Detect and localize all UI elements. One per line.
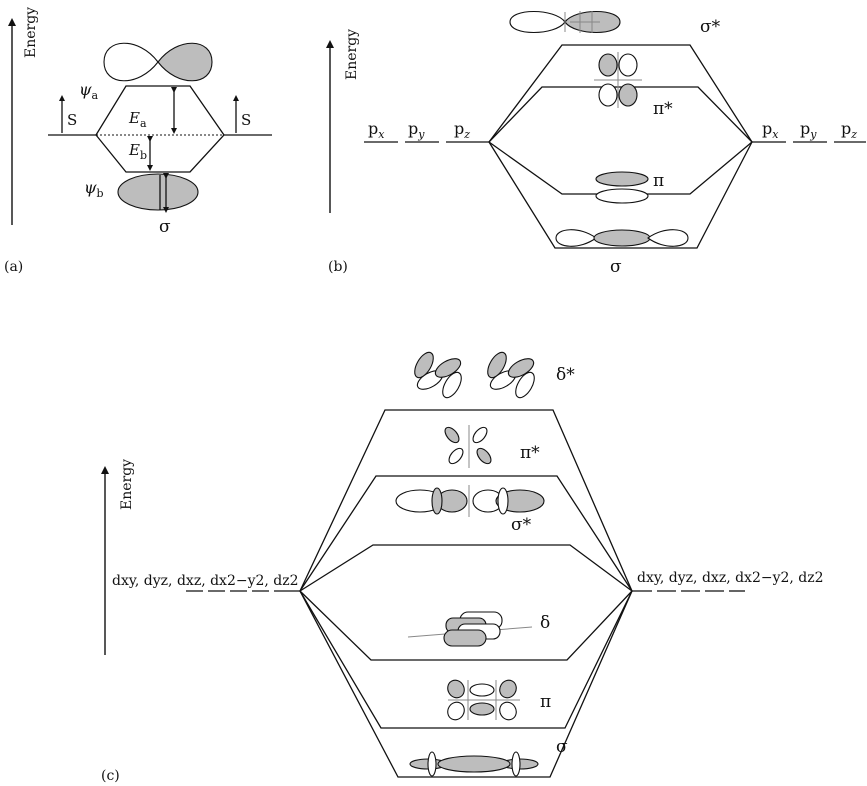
label-px-right: px <box>762 119 779 141</box>
Ea-label: Ea <box>128 109 147 130</box>
delta-star-correlation <box>299 409 633 592</box>
sigma-star-correlation <box>488 44 753 143</box>
pi-star-label-c: π* <box>520 443 540 463</box>
sigma-label-a: σ <box>159 217 171 237</box>
d-orbitals-label-right: dxy, dyz, dxz, dx2−y2, dz2 <box>637 570 824 586</box>
sigma-star-label-b: σ* <box>700 17 721 37</box>
delta-star-orbitals <box>414 351 535 399</box>
pi-orbital-c <box>447 679 520 721</box>
delta-star-label: δ* <box>556 365 575 385</box>
bonding-orbital <box>117 173 199 211</box>
pi-label-c: π <box>540 692 551 712</box>
d-orbitals-label-left: dxy, dyz, dxz, dx2−y2, dz2 <box>112 573 299 589</box>
delta-orbital <box>407 611 533 647</box>
sigma-correlation-c <box>299 590 633 778</box>
pi-star-correlation-c <box>299 475 633 592</box>
antibonding-lobe-white <box>103 42 159 82</box>
pi-star-orbitals-c <box>444 425 492 468</box>
pi-star-orbital <box>594 52 642 108</box>
sigma-orbital <box>555 229 689 247</box>
pi-correlation-c <box>299 590 633 729</box>
label-pz-right: pz <box>841 119 857 141</box>
label-py-left: py <box>408 119 425 141</box>
energy-label-b: Energy <box>344 29 360 80</box>
panel-tag-a: (a) <box>4 259 23 275</box>
psi-b-label: ψb <box>84 178 104 200</box>
sigma-star-correlation-c <box>299 544 633 592</box>
panel-tag-c: (c) <box>101 768 120 784</box>
correlation-hexagon-a <box>95 85 225 173</box>
label-py-right: py <box>800 119 817 141</box>
S-label-left: S <box>67 111 77 129</box>
energy-label-c: Energy <box>119 459 135 510</box>
sigma-label-c: σ <box>556 737 568 757</box>
sigma-star-label-c: σ* <box>511 515 532 535</box>
delta-correlation <box>299 590 633 661</box>
panel-b: Energy <box>326 11 866 277</box>
sigma-correlation <box>488 141 753 249</box>
S-label-right: S <box>241 111 251 129</box>
sigma-label-b: σ <box>610 257 622 277</box>
sigma-orbital-c <box>409 751 539 777</box>
pi-orbital <box>595 171 649 204</box>
antibonding-lobe-shaded <box>157 42 213 82</box>
psi-a-label: ψa <box>79 80 99 102</box>
sigma-star-orbital-c <box>395 485 545 517</box>
pi-star-label-b: π* <box>653 99 673 119</box>
sigma-star-orbital <box>509 11 621 33</box>
energy-label-a: Energy <box>23 7 39 58</box>
Eb-label: Eb <box>128 141 147 162</box>
label-pz-left: pz <box>454 119 470 141</box>
panel-tag-b: (b) <box>328 259 348 275</box>
panel-a: Energy S S ψa ψb Ea Eb σ (a) <box>4 7 272 275</box>
pi-star-correlation <box>488 86 753 143</box>
panel-c: Energy <box>101 351 824 784</box>
delta-label: δ <box>540 613 550 633</box>
pi-label-b: π <box>653 171 664 191</box>
label-px-left: px <box>368 119 385 141</box>
